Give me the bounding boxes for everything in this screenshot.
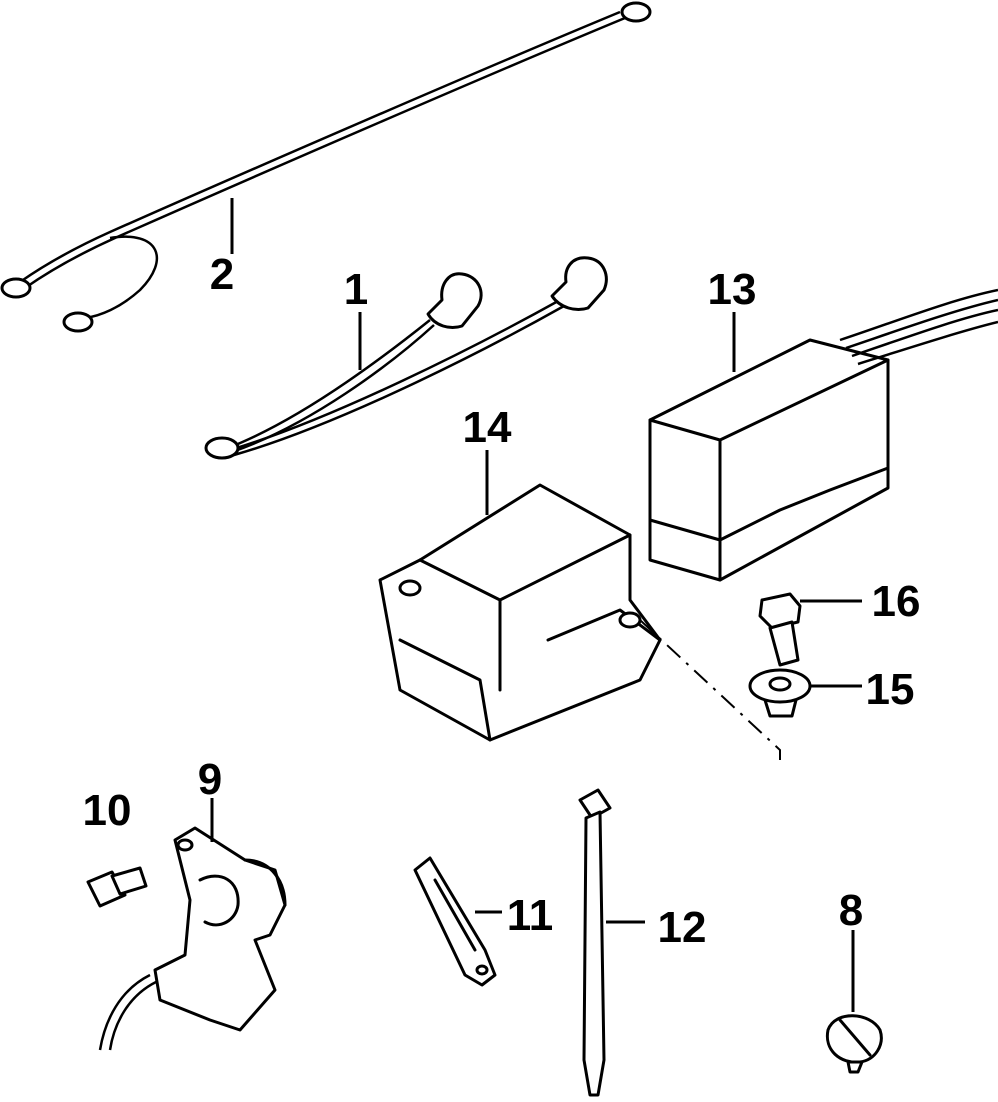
assembly-guide-line — [639, 619, 781, 760]
callout-10: 10 — [83, 786, 132, 835]
callout-14: 14 — [463, 403, 512, 452]
y-wire-with-caps — [204, 256, 608, 460]
callout-1: 1 — [344, 265, 368, 314]
relay-with-bracket — [378, 483, 662, 742]
clamp-strap — [413, 856, 497, 987]
sensor-with-bracket — [98, 826, 287, 1051]
ground-wire-harness — [0, 1, 652, 333]
callout-12: 12 — [658, 903, 707, 952]
callout-9: 9 — [198, 755, 222, 804]
callout-13: 13 — [708, 265, 757, 314]
washer-grommet — [748, 668, 812, 718]
leader-lines — [210, 198, 862, 1012]
plastic-clip — [825, 1014, 883, 1074]
callout-15: 15 — [866, 665, 915, 714]
callout-16: 16 — [872, 577, 921, 626]
callout-8: 8 — [839, 886, 863, 935]
cable-tie — [578, 788, 612, 1097]
bolt — [758, 592, 802, 667]
small-bolt — [86, 866, 148, 908]
callout-11: 11 — [507, 891, 554, 940]
callout-2: 2 — [210, 250, 234, 299]
control-unit-box — [648, 288, 998, 582]
